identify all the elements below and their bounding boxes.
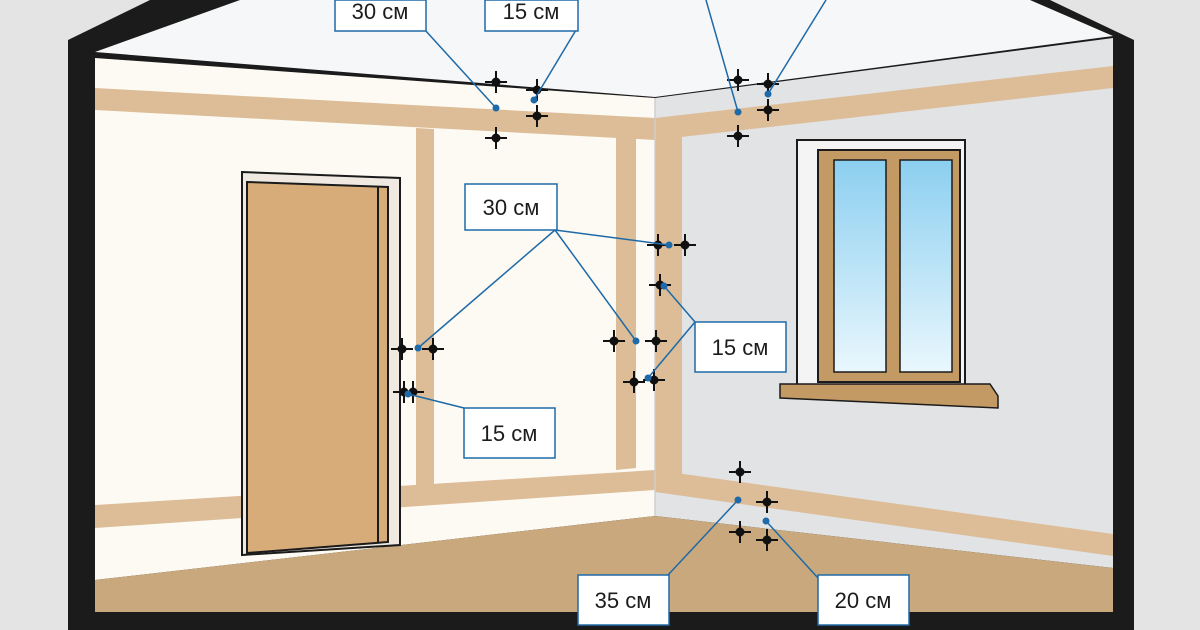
leader-corner-15-a: [663, 285, 696, 323]
label-text: 30 см: [352, 0, 409, 24]
leader-dot: [660, 282, 668, 290]
cross-center: [735, 467, 745, 477]
cross-center: [735, 527, 745, 537]
leader-dot: [492, 104, 500, 112]
cross-center: [609, 336, 619, 346]
cross-center: [397, 344, 407, 354]
junction-box-cross-icon: [422, 338, 444, 360]
wiring-band-top-right: [655, 66, 1113, 140]
junction-box-cross-icon: [756, 491, 778, 513]
junction-box-cross-icon: [485, 71, 507, 93]
wiring-band-bottom-right: [655, 470, 1113, 556]
junction-box-cross-icon: [674, 234, 696, 256]
leader-door-30-c: [554, 229, 670, 246]
junction-box-cross-icon: [485, 127, 507, 149]
label-text: 20 см: [835, 588, 892, 613]
wiring-band-top-left: [95, 88, 655, 140]
cross-center: [733, 75, 743, 85]
window-sill: [779, 383, 999, 409]
label-floor-35: 35 см: [577, 574, 670, 626]
leader-corner-15-b: [647, 321, 696, 379]
leader-door-30-b: [554, 229, 637, 342]
junction-box-cross-icon: [727, 69, 749, 91]
leader-dot: [665, 241, 673, 249]
leader-dot: [414, 344, 422, 352]
leader-ceiling-left-30: [424, 29, 497, 109]
label-ceiling-left-15: 15 см: [484, 0, 579, 32]
cross-center: [762, 497, 772, 507]
cross-center: [629, 377, 639, 387]
label-box: [484, 0, 579, 32]
cross-center: [763, 79, 773, 89]
label-box: [577, 574, 670, 626]
label-box: [817, 574, 910, 626]
label-text: 35 см: [595, 588, 652, 613]
junction-box-cross-icon: [526, 105, 548, 127]
junction-box-cross-icon: [645, 330, 667, 352]
window-glass-left: [833, 159, 887, 373]
cross-center: [649, 375, 659, 385]
leader-dot: [632, 337, 640, 345]
leader-door-30-a: [417, 229, 556, 349]
junction-box-cross-icon: [391, 338, 413, 360]
leader-ceiling-left-15: [533, 29, 577, 101]
junction-box-cross-icon: [756, 529, 778, 551]
label-door-15: 15 см: [463, 407, 556, 459]
window-glass-right: [899, 159, 953, 373]
label-box: [464, 183, 558, 231]
wiring-band-vertical-2: [616, 137, 636, 470]
cross-center: [491, 133, 501, 143]
junction-box-cross-icon: [623, 371, 645, 393]
leader-dot: [404, 390, 412, 398]
junction-box-cross-icon: [729, 521, 751, 543]
junction-box-cross-icon: [757, 99, 779, 121]
label-text: 15 см: [503, 0, 560, 24]
wiring-band-vertical-1: [416, 128, 434, 487]
label-floor-20: 20 см: [817, 574, 910, 626]
leader-lines: [407, 0, 827, 579]
leader-floor-20: [765, 520, 819, 579]
junction-box-cross-icon: [603, 330, 625, 352]
wiring-band-vertical-corner: [655, 135, 682, 478]
label-text: 15 см: [481, 421, 538, 446]
label-door-30: 30 см: [464, 183, 558, 231]
leader-floor-35: [667, 499, 739, 576]
label-box: [463, 407, 556, 459]
leader-dot: [734, 108, 742, 116]
cross-center: [733, 131, 743, 141]
label-ceiling-left-30: 30 см: [334, 0, 427, 32]
label-box: [694, 321, 787, 373]
leader-door-15: [407, 393, 465, 409]
cross-center: [428, 344, 438, 354]
leader-dot: [530, 96, 538, 104]
junction-box-cross-icon: [727, 125, 749, 147]
label-text: 30 см: [483, 195, 540, 220]
label-corner-15: 15 см: [694, 321, 787, 373]
leader-dot: [762, 517, 770, 525]
cross-center: [680, 240, 690, 250]
leader-dot: [644, 374, 652, 382]
junction-box-cross-icon: [729, 461, 751, 483]
door-panel: [246, 180, 389, 555]
leader-dot: [734, 496, 742, 504]
leader-ceiling-right-b: [767, 0, 827, 95]
cross-center: [762, 535, 772, 545]
label-text: 15 см: [712, 335, 769, 360]
cross-center: [491, 77, 501, 87]
cross-center: [763, 105, 773, 115]
leader-endpoints: [404, 90, 772, 525]
cross-center: [532, 111, 542, 121]
label-box: [334, 0, 427, 32]
frame-corner-right: [1050, 0, 1134, 40]
cross-center: [651, 336, 661, 346]
leader-ceiling-right-a: [705, 0, 739, 113]
frame-corner-left: [68, 0, 150, 40]
leader-dot: [764, 90, 772, 98]
